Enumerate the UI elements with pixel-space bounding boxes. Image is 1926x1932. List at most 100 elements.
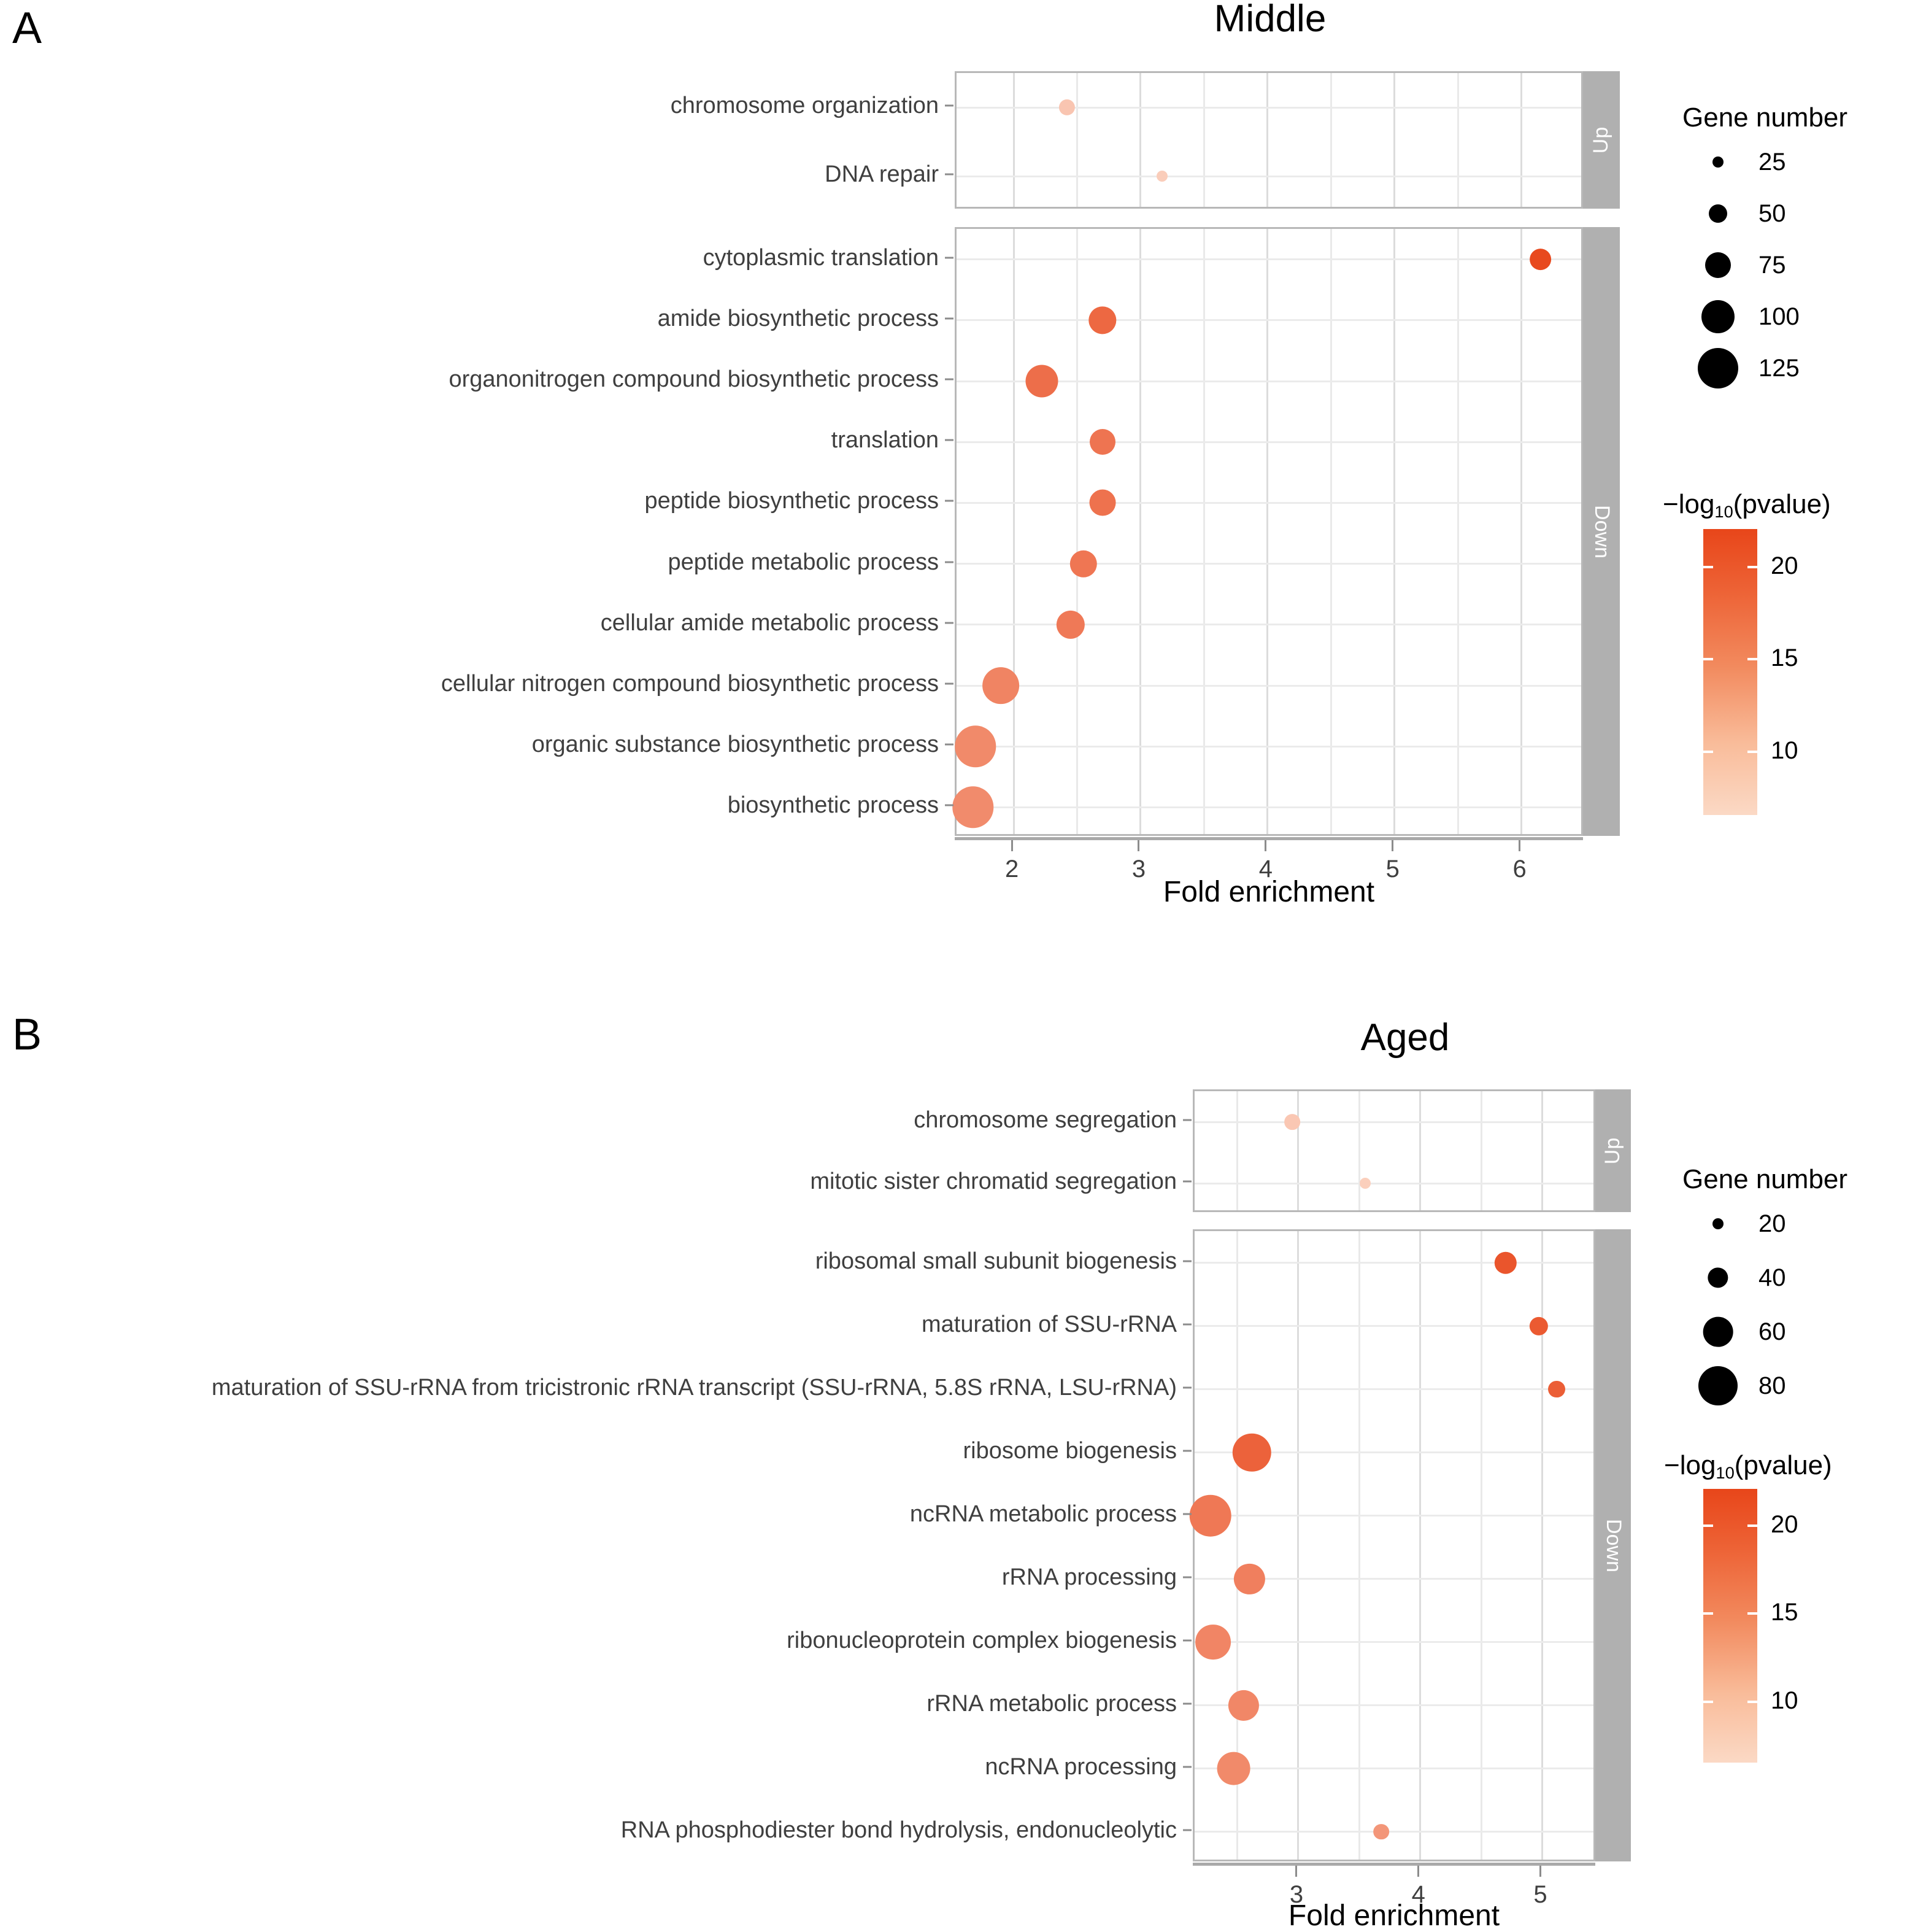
x-axis-tick bbox=[1011, 840, 1013, 851]
gridline-vertical bbox=[1520, 229, 1523, 834]
gridline-horizontal bbox=[1195, 1451, 1593, 1453]
y-axis-label: mitotic sister chromatid segregation bbox=[810, 1169, 1177, 1194]
panel-a-strip-down-label: Down bbox=[1590, 504, 1614, 558]
size-legend-label: 25 bbox=[1758, 149, 1786, 176]
y-axis-tick bbox=[945, 378, 953, 381]
x-axis-tick bbox=[1138, 840, 1140, 851]
data-point-bubble bbox=[952, 786, 994, 829]
size-legend-dot bbox=[1712, 1218, 1724, 1229]
y-axis-tick bbox=[1183, 1119, 1192, 1121]
y-axis-tick bbox=[1183, 1450, 1192, 1451]
y-axis-label: organonitrogen compound biosynthetic pro… bbox=[449, 366, 939, 392]
y-axis-tick bbox=[1183, 1829, 1192, 1831]
y-axis-tick bbox=[945, 173, 953, 176]
gridline-vertical bbox=[1358, 1231, 1360, 1860]
data-point-bubble bbox=[1058, 99, 1076, 116]
color-legend-title-post: (pvalue) bbox=[1733, 489, 1831, 519]
gridline-horizontal bbox=[957, 563, 1581, 565]
colorbar-tick bbox=[1747, 750, 1757, 753]
data-point-bubble bbox=[1217, 1752, 1251, 1785]
data-point-bubble bbox=[1234, 1563, 1265, 1594]
x-axis-tick-label: 4 bbox=[1411, 1881, 1425, 1908]
x-axis-tick-label: 5 bbox=[1385, 856, 1400, 883]
y-axis-label: chromosome segregation bbox=[914, 1107, 1177, 1133]
data-point-bubble bbox=[1189, 1494, 1232, 1537]
gridline-vertical bbox=[1419, 1231, 1422, 1860]
x-axis-tick-label: 5 bbox=[1533, 1881, 1547, 1908]
size-legend-dot bbox=[1703, 1316, 1733, 1347]
data-point-bubble bbox=[1069, 550, 1098, 578]
y-axis-tick bbox=[945, 622, 953, 624]
y-axis-tick bbox=[1183, 1513, 1192, 1515]
size-legend-dot bbox=[1698, 1366, 1738, 1405]
gridline-vertical bbox=[1419, 1091, 1422, 1210]
colorbar-tick bbox=[1703, 566, 1713, 569]
x-axis-tick-label: 6 bbox=[1512, 856, 1527, 883]
y-axis-label: ribosomal small subunit biogenesis bbox=[815, 1248, 1177, 1274]
gridline-horizontal bbox=[1195, 1831, 1593, 1833]
y-axis-label: maturation of SSU-rRNA from tricistronic… bbox=[211, 1374, 1177, 1401]
x-axis-tick-label: 2 bbox=[1004, 856, 1019, 883]
color-legend-title-sub: 10 bbox=[1714, 501, 1733, 521]
gridline-vertical bbox=[1297, 1231, 1300, 1860]
y-axis-tick bbox=[1183, 1702, 1192, 1704]
colorbar-label: 10 bbox=[1771, 1687, 1798, 1715]
gridline-vertical bbox=[1358, 1091, 1360, 1210]
size-legend-dot bbox=[1708, 1267, 1728, 1288]
y-axis-label: ncRNA processing bbox=[985, 1753, 1177, 1780]
gridline-vertical bbox=[1520, 73, 1523, 207]
y-axis-label: amide biosynthetic process bbox=[657, 305, 939, 331]
y-axis-label: peptide metabolic process bbox=[668, 549, 939, 575]
gridline-vertical bbox=[1139, 229, 1142, 834]
data-point-bubble bbox=[1157, 171, 1168, 182]
panel-b-x-axis-line bbox=[1193, 1863, 1595, 1866]
x-axis-tick bbox=[1539, 1866, 1542, 1877]
colorbar-label: 20 bbox=[1771, 552, 1798, 580]
data-point-bubble bbox=[1233, 1433, 1271, 1472]
x-axis-tick bbox=[1417, 1866, 1420, 1877]
gridline-vertical bbox=[1203, 73, 1205, 207]
panel-a-x-axis-line bbox=[955, 837, 1583, 840]
colorbar-tick bbox=[1703, 1612, 1713, 1615]
size-legend-label: 60 bbox=[1758, 1318, 1786, 1345]
gridline-vertical bbox=[1012, 229, 1015, 834]
data-point-bubble bbox=[1057, 610, 1085, 639]
gridline-vertical bbox=[1266, 229, 1269, 834]
colorbar-tick bbox=[1703, 658, 1713, 661]
data-point-bubble bbox=[1088, 306, 1117, 334]
data-point-bubble bbox=[1494, 1251, 1517, 1274]
data-point-bubble bbox=[1529, 248, 1552, 271]
size-legend-dot bbox=[1709, 204, 1727, 223]
data-point-bubble bbox=[1529, 1316, 1548, 1335]
size-legend-label: 50 bbox=[1758, 200, 1786, 227]
y-axis-label: rRNA metabolic process bbox=[926, 1690, 1177, 1717]
y-axis-tick bbox=[945, 104, 953, 107]
panel-a-facet-up bbox=[955, 71, 1583, 209]
gridline-horizontal bbox=[957, 624, 1581, 626]
gridline-vertical bbox=[1393, 229, 1396, 834]
size-legend-dot bbox=[1698, 348, 1738, 388]
y-axis-label: ribonucleoprotein complex biogenesis bbox=[787, 1627, 1177, 1653]
y-axis-label: peptide biosynthetic process bbox=[644, 488, 939, 514]
panel-b-title: Aged bbox=[1360, 1016, 1450, 1059]
y-axis-label: biosynthetic process bbox=[727, 792, 939, 819]
panel-b-strip-up-label: Up bbox=[1601, 1137, 1625, 1164]
y-axis-tick bbox=[945, 804, 953, 806]
gridline-horizontal bbox=[957, 175, 1581, 177]
size-legend-label: 40 bbox=[1758, 1264, 1786, 1291]
panel-b-size-legend-title: Gene number bbox=[1682, 1164, 1848, 1194]
gridline-horizontal bbox=[1195, 1641, 1593, 1643]
y-axis-tick bbox=[945, 257, 953, 259]
size-legend-dot bbox=[1705, 252, 1731, 278]
y-axis-tick bbox=[1183, 1576, 1192, 1578]
x-axis-tick-label: 3 bbox=[1289, 1881, 1304, 1908]
gridline-horizontal bbox=[957, 745, 1581, 748]
panel-a-title: Middle bbox=[1214, 0, 1327, 40]
data-point-bubble bbox=[1548, 1380, 1566, 1398]
y-axis-tick bbox=[945, 500, 953, 502]
y-axis-tick bbox=[1183, 1386, 1192, 1388]
y-axis-label: cellular amide metabolic process bbox=[600, 609, 939, 636]
data-point-bubble bbox=[955, 725, 996, 767]
gridline-horizontal bbox=[1195, 1578, 1593, 1580]
data-point-bubble bbox=[982, 667, 1020, 704]
